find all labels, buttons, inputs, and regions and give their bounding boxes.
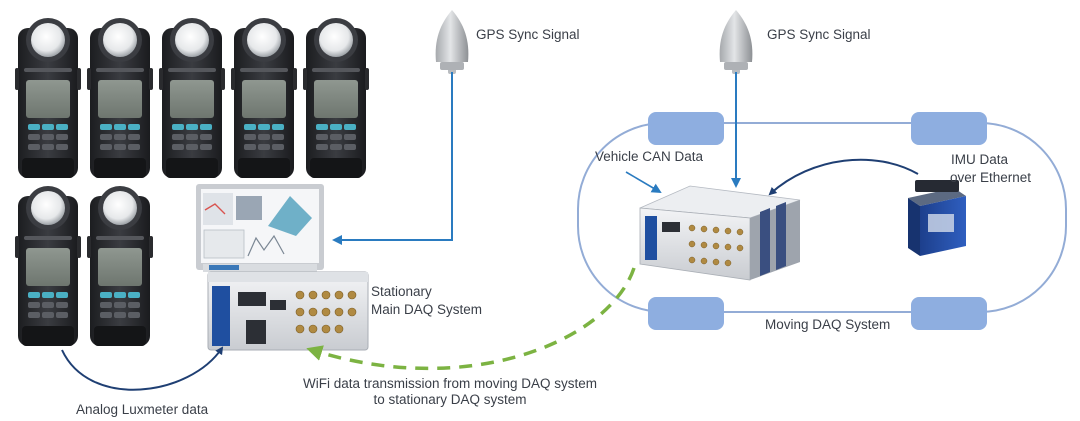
gps-sync-label-right: GPS Sync Signal	[767, 27, 871, 42]
vehicle-can-arrow	[625, 171, 662, 194]
gps-antenna-icon	[435, 10, 469, 74]
wheel-front-left	[648, 112, 724, 145]
luxmeter-icon	[15, 18, 81, 178]
wheel-rear-left	[648, 297, 724, 330]
daq-unit-icon	[207, 271, 369, 351]
wheel-front-right	[911, 112, 987, 145]
imu-label-line2: over Ethernet	[950, 170, 1032, 185]
luxmeter-icon	[231, 18, 297, 178]
vehicle-can-label: Vehicle CAN Data	[595, 149, 704, 164]
gps-antenna-icon	[719, 10, 753, 74]
stationary-label-line1: Stationary	[371, 284, 432, 299]
imu-data-arrow	[768, 158, 919, 196]
wheel-rear-right	[911, 297, 987, 330]
stationary-label-line2: Main DAQ System	[371, 302, 483, 317]
wifi-label-line1: WiFi data transmission from moving DAQ s…	[302, 376, 598, 391]
moving-daq-label: Moving DAQ System	[765, 317, 891, 332]
luxmeter-icon	[303, 18, 369, 178]
analog-data-arrow	[61, 346, 224, 391]
wifi-transmission-arrow	[306, 267, 636, 371]
luxmeter-icon	[159, 18, 225, 178]
imu-sensor-icon	[908, 180, 966, 256]
gps-sync-link-left	[332, 72, 453, 245]
analog-luxmeter-label: Analog Luxmeter data	[76, 402, 209, 417]
imu-label-line1: IMU Data	[951, 152, 1009, 167]
vehicle-outline	[577, 122, 1067, 313]
wifi-label-line2: to stationary DAQ system	[373, 392, 527, 407]
luxmeter-icon	[15, 186, 81, 346]
laptop-icon	[196, 184, 324, 272]
gps-sync-label-left: GPS Sync Signal	[476, 27, 580, 42]
daq-unit-icon	[639, 185, 801, 281]
luxmeter-icon	[87, 18, 153, 178]
luxmeter-icon	[87, 186, 153, 346]
